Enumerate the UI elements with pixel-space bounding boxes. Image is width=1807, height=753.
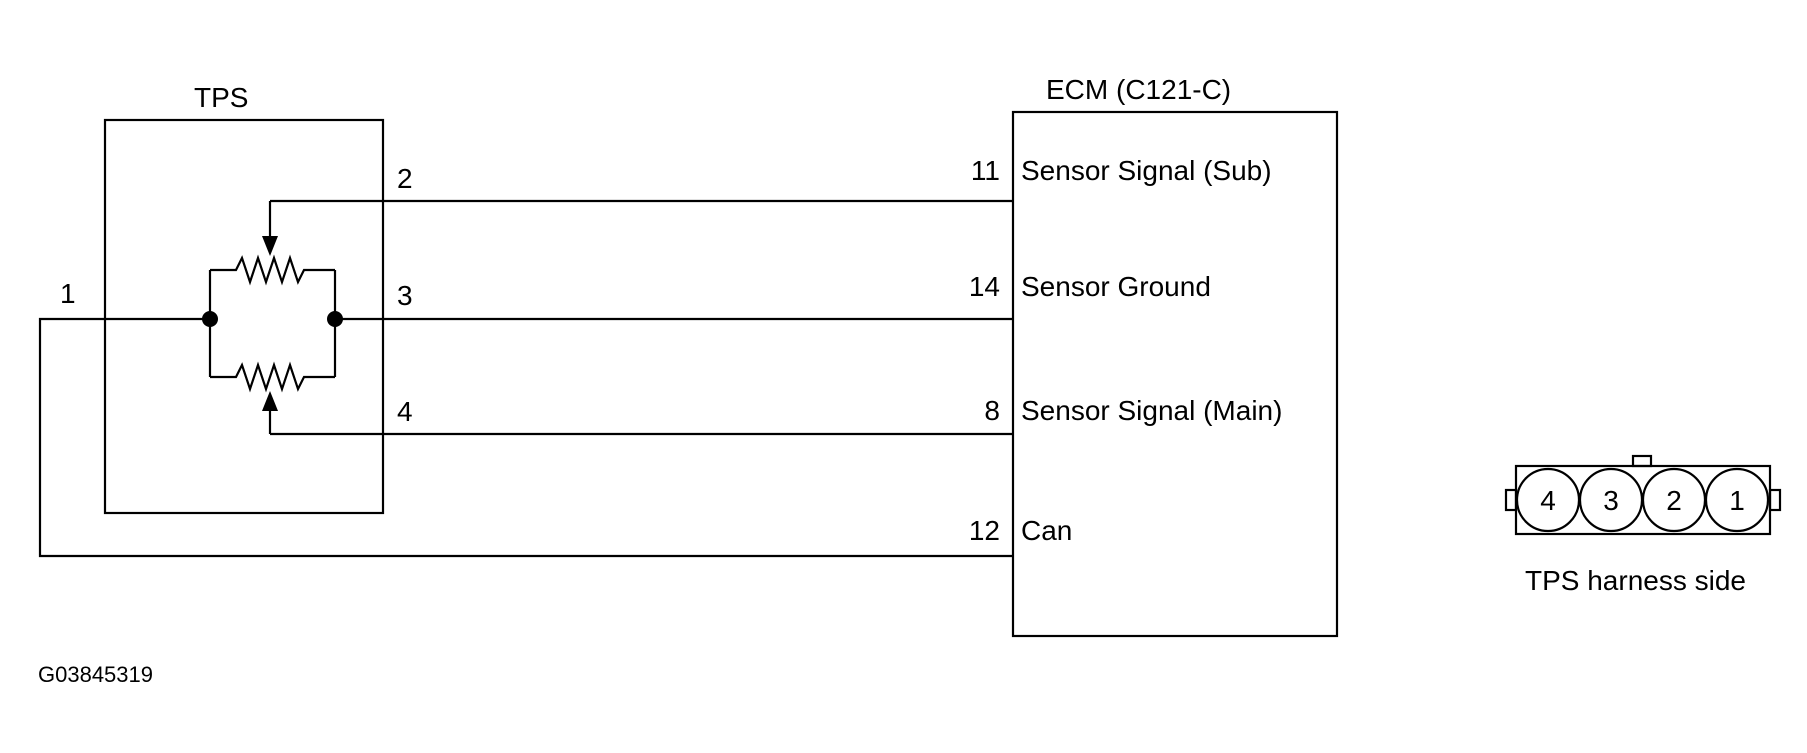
tps-pin-1: 1 — [60, 278, 76, 309]
bottom-resistor — [210, 361, 335, 393]
tps-resistor-network — [202, 201, 343, 434]
ecm-pin-14: 14 — [969, 271, 1000, 302]
ecm-label-sensor-signal-main: Sensor Signal (Main) — [1021, 395, 1282, 426]
wiper-arrow-bottom — [262, 391, 278, 411]
ecm-label-can: Can — [1021, 515, 1072, 546]
tps-pin-4: 4 — [397, 396, 413, 427]
tps-pin-2: 2 — [397, 163, 413, 194]
ecm-pin-11: 11 — [971, 155, 1000, 186]
connector-pin-1 — [1704, 467, 1770, 533]
ecm-box — [1011, 110, 1339, 638]
tps-harness-connector: 4 3 2 1 — [1504, 454, 1782, 536]
connector-pin-label-3: 3 — [1603, 485, 1619, 516]
ecm-title: ECM (C121-C) — [1046, 74, 1231, 105]
wire-pin1-to-ecm12 — [38, 317, 1013, 558]
connector-caption: TPS harness side — [1525, 565, 1746, 596]
ecm-pin-12: 12 — [969, 515, 1000, 546]
tps-box — [103, 118, 385, 515]
tps-pin-3: 3 — [397, 280, 413, 311]
ecm-pin-8: 8 — [984, 395, 1000, 426]
connector-pin-label-4: 4 — [1540, 485, 1556, 516]
top-resistor — [210, 254, 335, 286]
wiper-arrow-top — [262, 236, 278, 256]
figure-id: G03845319 — [38, 662, 153, 687]
tps-title: TPS — [194, 82, 248, 113]
ecm-label-sensor-ground: Sensor Ground — [1021, 271, 1211, 302]
connector-pin-label-1: 1 — [1729, 485, 1745, 516]
ecm-label-sensor-signal-sub: Sensor Signal (Sub) — [1021, 155, 1272, 186]
connector-pin-label-2: 2 — [1666, 485, 1682, 516]
